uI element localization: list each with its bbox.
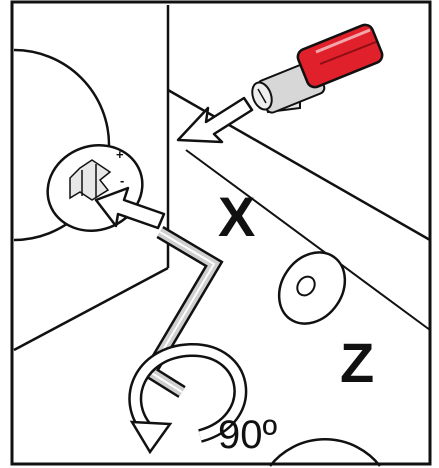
insert-arrow-icon (176, 96, 254, 144)
cabinet-panel (13, 5, 431, 352)
label-z: Z (340, 331, 374, 394)
minus-mark: - (120, 173, 124, 188)
cam-lock-hole (46, 144, 144, 232)
screw-icon (251, 81, 273, 111)
zoom-circle-bottom (269, 438, 381, 467)
cam-arrow-icon (94, 186, 166, 230)
diagram-frame (10, 0, 432, 466)
label-rotation: 90º (218, 413, 277, 457)
rotate-arrow-icon (128, 342, 248, 455)
plus-mark: + (116, 147, 124, 162)
cover-cap-icon (277, 251, 347, 325)
screwdriver-icon (256, 23, 384, 114)
allen-key-icon (140, 225, 224, 398)
label-x: X (218, 185, 255, 248)
